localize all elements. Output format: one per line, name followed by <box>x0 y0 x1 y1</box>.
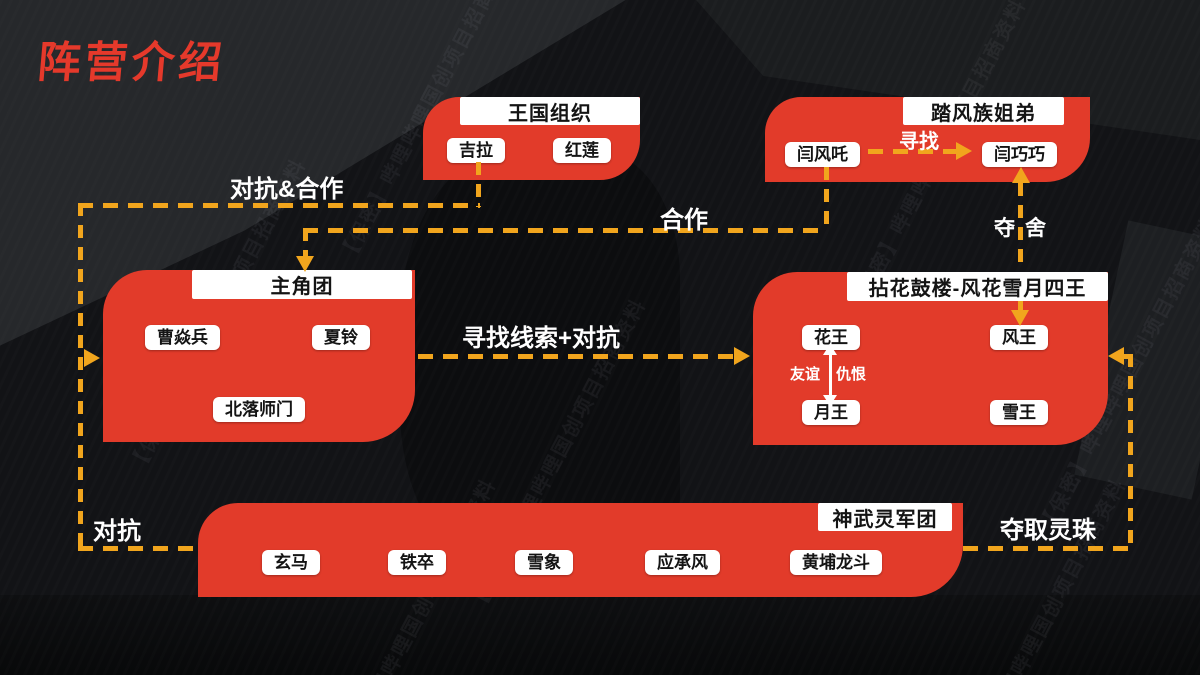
member-pill-xuewang: 雪王 <box>990 400 1048 425</box>
connector-tafeng-down <box>824 167 829 233</box>
member-pill-honglian: 红莲 <box>553 138 611 163</box>
member-pill-huangpulongdou: 黄埔龙斗 <box>790 550 882 575</box>
member-pill-xuanma: 玄马 <box>262 550 320 575</box>
member-pill-xialing: 夏铃 <box>312 325 370 350</box>
arrowhead-into-nianhua-left <box>734 347 750 365</box>
connector-huawang-yuewang <box>829 354 832 396</box>
member-pill-yanqiaoqiao: 闫巧巧 <box>982 142 1057 167</box>
faction-title-protagonists: 主角团 <box>192 270 412 299</box>
connector-protagonists-tafeng <box>303 228 827 233</box>
arrowhead-into-yuewang <box>823 395 837 406</box>
connector-left-rail <box>78 203 83 551</box>
faction-box-shenwu: 神武灵军团 玄马 铁卒 雪象 应承风 黄埔龙斗 <box>198 503 963 597</box>
faction-box-kingdom: 王国组织 吉拉 红莲 <box>423 97 640 180</box>
faction-title-nianhua: 拈花鼓楼-风花雪月四王 <box>847 272 1108 301</box>
arrowhead-into-nianhua-right <box>1108 347 1124 365</box>
arrowhead-into-protagonists-left <box>84 349 100 367</box>
member-pill-tiezu: 铁卒 <box>388 550 446 575</box>
connector-protagonists-shenwu <box>78 546 198 551</box>
connector-shenwu-nianhua <box>963 546 1133 551</box>
faction-title-tafeng: 踏风族姐弟 <box>903 97 1064 125</box>
connector-right-stub <box>1122 354 1133 359</box>
connector-duoshe-lower <box>1018 301 1023 312</box>
relation-label-friendship: 友谊 <box>790 366 821 383</box>
relation-label-tafeng-siblings: 寻找 <box>899 131 939 153</box>
arrowhead-into-huawang <box>823 344 837 355</box>
connector-tafeng-siblings <box>868 149 958 154</box>
background-shape <box>0 595 1200 675</box>
faction-box-protagonists: 主角团 曹焱兵 夏铃 北落师门 <box>103 270 415 442</box>
connector-duoshe-upper <box>1018 183 1023 270</box>
faction-title-kingdom: 王国组织 <box>460 97 640 125</box>
member-pill-yanfengzha: 闫风吒 <box>785 142 860 167</box>
arrowhead-into-yanqiaoqiao <box>956 142 972 160</box>
page-title: 阵营介绍 <box>35 39 228 87</box>
relation-label-tafeng-nianhua: 夺舍 <box>994 217 1056 240</box>
connector-protagonists-nianhua <box>418 354 736 359</box>
member-pill-caoyanbing: 曹焱兵 <box>145 325 220 350</box>
relation-label-protagonists-shenwu: 对抗 <box>93 518 141 545</box>
relation-label-shenwu-nianhua: 夺取灵珠 <box>1000 517 1096 544</box>
member-pill-jila: 吉拉 <box>447 138 505 163</box>
connector-kingdom-down <box>476 162 481 207</box>
relation-label-protagonists-nianhua: 寻找线索+对抗 <box>462 325 621 352</box>
connector-coop-drop <box>303 228 308 258</box>
faction-box-tafeng: 踏风族姐弟 闫风吒 闫巧巧 <box>765 97 1090 182</box>
arrowhead-into-fengwang <box>1011 310 1029 326</box>
arrowhead-into-protagonists-top <box>296 256 314 272</box>
faction-box-nianhua: 拈花鼓楼-风花雪月四王 花王 风王 月王 雪王 <box>753 272 1108 445</box>
member-pill-beiluoshimen: 北落师门 <box>213 397 305 422</box>
connector-kingdom-protagonists <box>78 203 480 208</box>
member-pill-xuexiang: 雪象 <box>515 550 573 575</box>
relation-label-hatred: 仇恨 <box>836 366 867 383</box>
relation-label-kingdom-protagonists: 对抗&合作 <box>230 176 344 203</box>
member-pill-fengwang: 风王 <box>990 325 1048 350</box>
member-pill-yingchengfeng: 应承风 <box>645 550 720 575</box>
arrowhead-into-yanqiaoqiao-up <box>1012 167 1030 183</box>
faction-title-shenwu: 神武灵军团 <box>818 503 952 531</box>
relation-label-protagonists-tafeng: 合作 <box>660 207 708 234</box>
connector-right-rail <box>1128 354 1133 551</box>
